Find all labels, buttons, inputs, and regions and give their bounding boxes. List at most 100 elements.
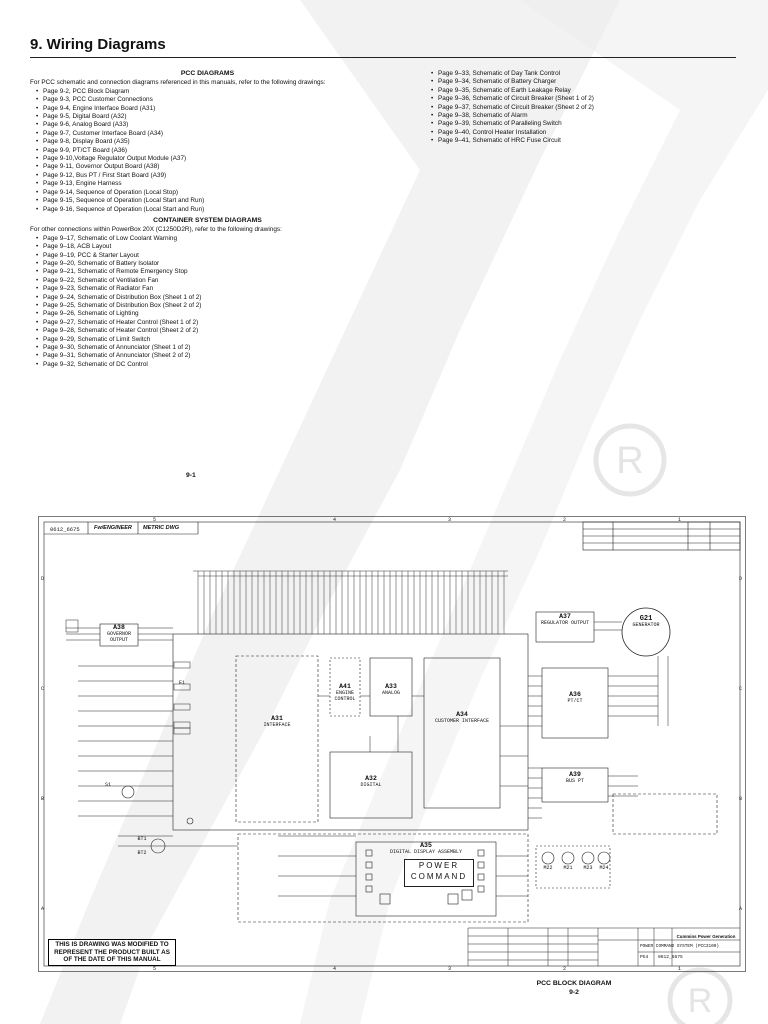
pcc-intro-text: For PCC schematic and connection diagram… <box>30 79 326 87</box>
meter-m22: M22 <box>543 865 553 871</box>
list-item: Page 9–19, PCC & Starter Layout <box>36 252 385 261</box>
heading-rule <box>30 57 736 58</box>
svg-text:3: 3 <box>448 966 451 972</box>
list-item: Page 9-8, Display Board (A35) <box>36 138 385 147</box>
schematic-list: Page 9–33, Schematic of Day Tank Control… <box>425 70 745 146</box>
list-item: Page 9–30, Schematic of Annunciator (She… <box>36 344 385 353</box>
list-item: Page 9-4, Engine Interface Board (A31) <box>36 105 385 114</box>
title-block-company: Cummins Power Generation <box>676 934 736 939</box>
block-a36-id: A36 <box>569 691 581 698</box>
pcc-diagrams-title: PCC DIAGRAMS <box>180 70 235 77</box>
block-a35-id: A35 <box>420 842 432 849</box>
block-a31-id: A31 <box>271 715 283 722</box>
block-a34: A34 CUSTOMER INTERFACE <box>424 711 500 724</box>
svg-text:B: B <box>41 796 44 802</box>
list-item: Page 9–26, Schematic of Lighting <box>36 310 385 319</box>
block-a31-name: INTERFACE <box>263 722 291 728</box>
block-a35: A35 DIGITAL DISPLAY ASSEMBLY <box>356 842 496 855</box>
component-e1: E1 <box>178 680 185 686</box>
svg-text:4: 4 <box>333 966 336 972</box>
block-a41: A41 ENGINE CONTROL <box>328 683 362 702</box>
list-item: Page 9–39, Schematic of Paralleling Swit… <box>431 120 745 129</box>
list-item: Page 9–21, Schematic of Remote Emergency… <box>36 268 385 277</box>
page-number-top: 9-1 <box>186 472 196 479</box>
metric-label: METRIC DWG <box>143 525 180 531</box>
list-item: Page 9–17, Schematic of Low Coolant Warn… <box>36 235 385 244</box>
block-a39-name: BUS PT <box>565 778 584 784</box>
list-item: Page 9–40, Control Heater Installation <box>431 129 745 138</box>
meter-m23: M23 <box>583 865 593 871</box>
block-a32-id: A32 <box>365 775 377 782</box>
list-item: Page 9–28, Schematic of Heater Control (… <box>36 327 385 336</box>
block-a38-name: GOVERNOR OUTPUT <box>106 631 131 643</box>
list-item: Page 9-16, Sequence of Operation (Local … <box>36 206 385 215</box>
list-item: Page 9–29, Schematic of Limit Switch <box>36 336 385 345</box>
list-item: Page 9–23, Schematic of Radiator Fan <box>36 285 385 294</box>
block-a35-name: DIGITAL DISPLAY ASSEMBLY <box>389 849 462 855</box>
svg-text:5: 5 <box>153 966 156 972</box>
svg-text:1: 1 <box>678 517 681 523</box>
figure-caption: PCC BLOCK DIAGRAM 9-2 <box>510 980 638 997</box>
svg-text:R: R <box>688 982 713 1020</box>
page-number-bottom: 9-2 <box>569 988 579 996</box>
page-heading: 9. Wiring Diagrams <box>30 36 166 53</box>
list-item: Page 9–31, Schematic of Annunciator (She… <box>36 352 385 361</box>
svg-text:R: R <box>616 440 643 482</box>
svg-text:A: A <box>41 906 44 912</box>
svg-text:5: 5 <box>153 517 156 523</box>
list-item: Page 9-15, Sequence of Operation (Local … <box>36 197 385 206</box>
block-g21-id: G21 <box>639 615 653 623</box>
svg-text:C: C <box>739 686 742 692</box>
svg-text:1: 1 <box>678 966 681 972</box>
engineer-label: Fw/ENGINEER <box>94 525 132 531</box>
block-a38-id: A38 <box>113 624 125 631</box>
block-a37-id: A37 <box>559 613 571 620</box>
block-a39-id: A39 <box>569 771 581 778</box>
switch-s1: S1 <box>104 782 111 788</box>
block-a41-id: A41 <box>339 683 351 690</box>
list-item: Page 9–33, Schematic of Day Tank Control <box>431 70 745 79</box>
power-command-logo: POWER COMMAND <box>404 859 474 887</box>
block-g21: G21 GENERATOR <box>623 615 669 629</box>
list-item: Page 9–27, Schematic of Heater Control (… <box>36 319 385 328</box>
block-a33-name: ANALOG <box>381 690 400 696</box>
svg-text:A: A <box>739 906 742 912</box>
block-a41-name: ENGINE CONTROL <box>334 690 356 702</box>
list-item: Page 9–36, Schematic of Circuit Breaker … <box>431 95 745 104</box>
list-item: Page 9-13, Engine Harness <box>36 180 385 189</box>
meter-m21: M21 <box>563 865 573 871</box>
block-a33-id: A33 <box>385 683 397 690</box>
svg-text:3: 3 <box>448 517 451 523</box>
list-item: Page 9-12, Bus PT / First Start Board (A… <box>36 172 385 181</box>
list-item: Page 9–32, Schematic of DC Control <box>36 361 385 370</box>
list-item: Page 9–20, Schematic of Battery Isolator <box>36 260 385 269</box>
container-diagram-list: Page 9–17, Schematic of Low Coolant Warn… <box>30 235 385 370</box>
block-a38: A38 GOVERNOR OUTPUT <box>100 624 138 643</box>
block-a39: A39 BUS PT <box>542 771 608 784</box>
block-a34-id: A34 <box>456 711 468 718</box>
block-a33: A33 ANALOG <box>370 683 412 696</box>
list-item: Page 9–37, Schematic of Circuit Breaker … <box>431 104 745 113</box>
svg-text:D: D <box>41 576 44 582</box>
list-item: Page 9–34, Schematic of Battery Charger <box>431 78 745 87</box>
svg-text:D: D <box>739 576 742 582</box>
container-diagrams-title: CONTAINER SYSTEM DIAGRAMS <box>153 216 262 224</box>
title-block-sheet: PG4 <box>640 955 649 960</box>
list-item: Page 9-14, Sequence of Operation (Local … <box>36 189 385 198</box>
pcc-diagram-list: Page 9-2, PCC Block Diagram Page 9-3, PC… <box>30 88 385 215</box>
left-column: PCC DIAGRAMS For PCC schematic and conne… <box>30 70 385 370</box>
block-a36-name: PT/CT <box>567 698 583 704</box>
right-column: Page 9–33, Schematic of Day Tank Control… <box>425 70 745 146</box>
svg-text:C: C <box>41 686 44 692</box>
svg-text:2: 2 <box>563 966 566 972</box>
battery-bt2: BT2 <box>137 850 147 856</box>
list-item: Page 9–22, Schematic of Ventilation Fan <box>36 277 385 286</box>
list-item: Page 9-11, Governor Output Board (A38) <box>36 163 385 172</box>
battery-bt1: BT1 <box>137 836 147 842</box>
block-a32: A32 DIGITAL <box>330 775 412 788</box>
title-block-title: POWER COMMAND SYSTEM (PCC3100) <box>640 944 720 949</box>
list-item: Page 9–41, Schematic of HRC Fuse Circuit <box>431 137 745 146</box>
block-a36: A36 PT/CT <box>542 691 608 704</box>
